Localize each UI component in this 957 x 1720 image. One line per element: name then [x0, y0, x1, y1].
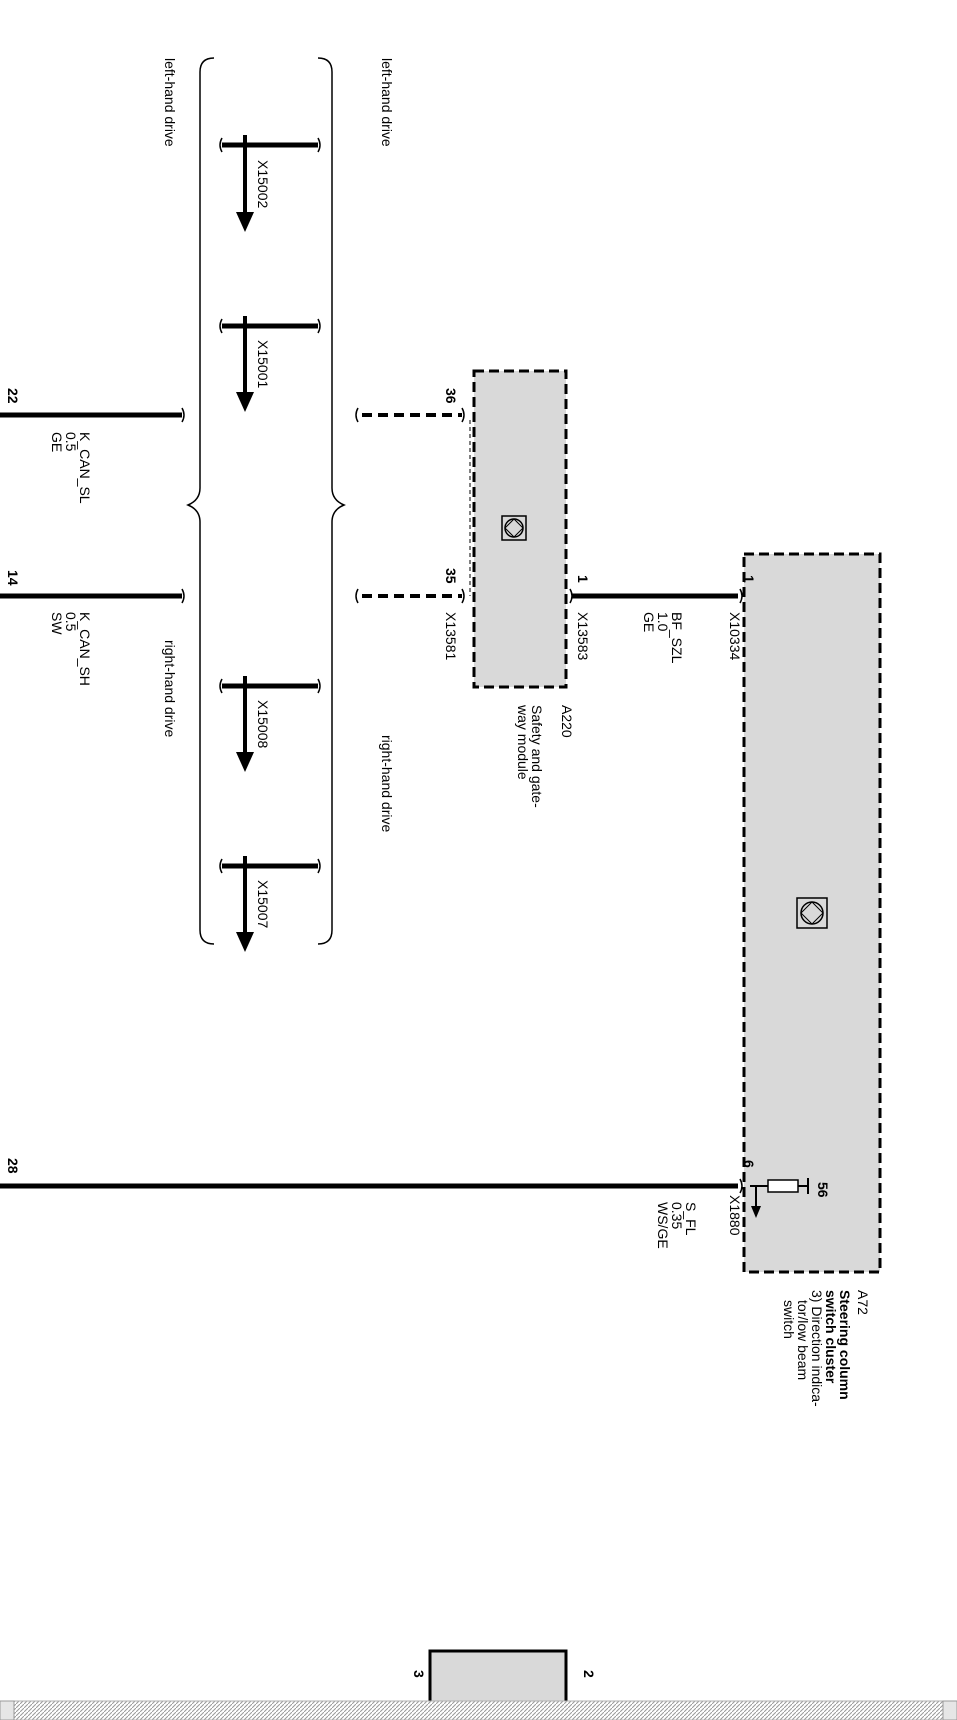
scroll-right-button[interactable]	[942, 1700, 957, 1720]
wire-k-can-sl-name: K_CAN_SL	[77, 432, 93, 504]
label-lhd-left: left-hand drive	[162, 58, 178, 147]
connector-x13581-label: X13581	[443, 612, 459, 660]
direction-switch-symbol	[750, 1178, 809, 1218]
module-a72: 1 X10334 6 X1880 56 A72 Steering column …	[727, 552, 882, 1407]
horizontal-scrollbar[interactable]	[0, 1700, 957, 1720]
wire-k-can-sh-name: K_CAN_SH	[77, 612, 93, 686]
connector-x13583-label: X13583	[575, 612, 591, 660]
dashed-link-pin35	[355, 588, 465, 604]
connector-x15007: X15007	[219, 856, 321, 952]
edge-pin-22: 22	[5, 388, 21, 404]
wire-s-fl-size: 0.35	[669, 1202, 685, 1229]
pin-56: 56	[815, 1182, 831, 1198]
brace-right	[317, 57, 346, 945]
module-a72-line1: Steering column	[837, 1290, 853, 1400]
pin-1-a72: 1	[741, 575, 757, 583]
dashed-link-pin36	[355, 407, 465, 423]
wire-s-fl-color: WS/GE	[655, 1202, 671, 1249]
wire-k-can-sl-color: GE	[49, 432, 65, 452]
pin-35: 35	[443, 568, 459, 584]
wire-bf-szl-size: 1.0	[655, 612, 671, 632]
module-a220-line1: Safety and gate-	[529, 705, 545, 808]
wire-k-can-sl: K_CAN_SL 0.5 GE 22	[0, 388, 185, 504]
wire-k-can-sl-size: 0.5	[63, 432, 79, 452]
connector-x15007-label: X15007	[255, 880, 271, 928]
wire-bf-szl-color: GE	[641, 612, 657, 632]
wire-s-fl-name: S_FL	[683, 1202, 699, 1236]
connector-x15008: X15008	[219, 676, 321, 772]
connector-x10334-label: X10334	[727, 612, 743, 660]
connector-x15002-label: X15002	[255, 160, 271, 208]
label-rhd-right: right-hand drive	[379, 735, 395, 832]
bottom-pin-3: 3	[411, 1670, 427, 1678]
connector-x15001: X15001	[219, 316, 321, 412]
wire-k-can-sh-size: 0.5	[63, 612, 79, 632]
pin-1-a220: 1	[575, 575, 591, 583]
wire-s-fl: S_FL 0.35 WS/GE 28	[0, 1158, 743, 1249]
bottom-pin-2: 2	[581, 1670, 597, 1678]
module-a220: 36 35 1 X13581 X13583 A220 Safety and ga…	[443, 369, 591, 808]
module-a72-line4: tor/low beam	[795, 1300, 811, 1380]
edge-pin-14: 14	[5, 570, 21, 586]
wire-k-can-sh-color: SW	[49, 612, 65, 635]
wire-bf-szl-name: BF_SZL	[669, 612, 685, 664]
brace-left	[186, 57, 215, 945]
wire-bf-szl: BF_SZL 1.0 GE	[569, 588, 743, 664]
module-a220-id: A220	[559, 705, 575, 738]
edge-pin-28: 28	[5, 1158, 21, 1174]
module-a72-line5: switch	[781, 1300, 797, 1339]
connector-x15002: X15002	[219, 135, 321, 232]
scroll-left-button[interactable]	[0, 1700, 15, 1720]
label-rhd-left: right-hand drive	[162, 640, 178, 737]
label-lhd-right: left-hand drive	[379, 58, 395, 147]
wire-k-can-sh: K_CAN_SH 0.5 SW 14	[0, 570, 185, 686]
module-a220-line2: way module	[515, 704, 531, 780]
pin-6: 6	[741, 1160, 757, 1168]
module-a72-line2: switch cluster	[823, 1290, 839, 1384]
module-a72-id: A72	[855, 1290, 871, 1315]
module-a72-line3: 3) Direction indica-	[809, 1290, 825, 1407]
connector-x1880-label: X1880	[727, 1195, 743, 1236]
connector-x15008-label: X15008	[255, 700, 271, 748]
connector-x15001-label: X15001	[255, 340, 271, 388]
pin-36: 36	[443, 388, 459, 404]
